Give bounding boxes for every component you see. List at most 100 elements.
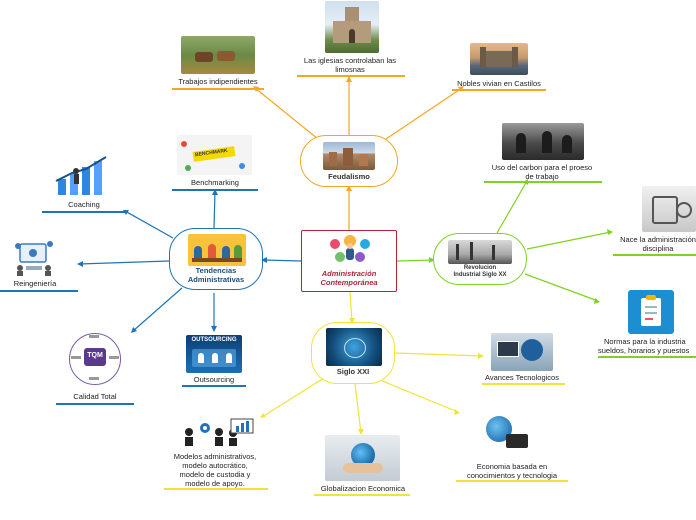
central-topic-line1: Administración [321,269,377,278]
machine-engraving-image [642,186,696,232]
leaf-iglesias-line2: limosnas [335,65,365,74]
church-image [325,1,379,53]
leaf-iglesias[interactable]: Las iglesias controlaban las limosnas [296,56,404,74]
feudalismo-label: Feudalismo [328,172,370,181]
revolucion-label-line1: Revolucion [463,265,497,271]
leaf-normas-line1: Normas para la industria [604,337,686,346]
leaf-modelos[interactable]: Modelos administrativos, modelo autocrát… [164,452,266,488]
main-topic-revolucion[interactable]: Revolucion Industrial Siglo XX [433,233,527,285]
leaf-economia[interactable]: Economia basada en conocimientos y tecno… [458,462,566,480]
siglo-label: Siglo XXI [336,367,370,376]
arrowhead [429,257,435,263]
leaf-avances[interactable]: Avances Tecnologicos [485,373,559,382]
leaf-reingenieria-underline [0,290,78,292]
leaf-nobles-underline [452,89,546,91]
link-siglo-modelos [261,377,325,418]
leaf-economia-line1: Economia basada en [476,462,548,471]
leaf-modelos-line1: Modelos administrativos, [173,452,257,461]
link-center-tendencias [262,259,302,262]
leaf-reingenieria[interactable]: Reingeniería [13,279,57,288]
industrial-city-image [448,240,512,264]
arrowhead [349,318,355,324]
leaf-coaching[interactable]: Coaching [68,200,100,209]
leaf-economia-underline [456,480,568,482]
main-topic-feudalismo[interactable]: Feudalismo [300,135,398,187]
leaf-nace-underline [613,254,696,256]
central-topic[interactable]: Administración Contemporánea [301,230,397,292]
leaf-carbon-underline [484,181,602,183]
arrowhead [346,185,352,191]
arrowhead [260,413,266,418]
leaf-normas[interactable]: Normas para la industria sueldos, horari… [598,337,696,355]
leaf-globalizacion[interactable]: Globalizacion Economica [320,484,406,493]
leaf-coaching-underline [42,211,126,213]
coaching-chart-icon [55,156,107,195]
tqm-label: TQM [87,352,103,359]
benchmarking-image: BENCHMARK [177,135,252,175]
link-siglo-glob [354,383,362,434]
team-meeting-image [188,234,246,266]
arrowhead [358,429,364,435]
leaf-carbon[interactable]: Uso del carbon para el proeso de trabajo [484,163,600,181]
leaf-normas-underline [598,356,696,358]
link-rev-nace [526,231,612,250]
leaf-trabajos-underline [172,88,264,90]
outsourcing-banner: OUTSOURCING [191,337,237,343]
castle-image [470,43,528,75]
tech-devices-image [491,333,553,371]
leaf-iglesias-line1: Las iglesias controlaban las [303,56,397,65]
leaf-economia-line2: conocimientos y tecnologia [466,471,558,480]
leaf-nace-line1: Nace la administración [620,235,696,244]
arrowhead [594,298,600,304]
link-siglo-economia [374,377,459,413]
link-rev-normas [524,273,599,302]
leaf-benchmarking[interactable]: Benchmarking [191,178,239,187]
globe-hand-image [325,435,400,481]
link-tend-coaching [124,210,174,239]
leaf-carbon-line2: de trabajo [525,172,559,181]
castle-town-image [323,142,375,170]
leaf-avances-underline [482,383,565,385]
leaf-outsourcing[interactable]: Outsourcing [193,375,235,384]
leaf-iglesias-underline [297,75,405,77]
technology-hand-image [326,328,382,366]
leaf-normas-line2: sueldos, horarios y puestos [598,346,690,355]
leaf-trabajos[interactable]: Trabajos indipendientes [178,77,258,86]
arrowhead [478,353,484,359]
arrowhead [607,229,613,235]
arrowhead [346,76,352,82]
arrowhead [261,257,267,263]
main-topic-tendencias[interactable]: Tendencias Administrativas [169,228,263,290]
link-tend-reing [78,260,170,265]
leaf-carbon-line1: Uso del carbon para el proeso [491,163,593,172]
business-team-icon [185,418,254,446]
link-feud-nobles [385,87,463,140]
arrowhead [212,189,218,195]
leaf-globalizacion-underline [314,494,410,496]
arrowhead [211,326,217,332]
leaf-nace[interactable]: Nace la administración disciplina [613,235,696,253]
outsourcing-image: OUTSOURCING [186,335,242,373]
link-siglo-avances [394,352,483,357]
main-topic-siglo[interactable]: Siglo XXI [311,322,395,384]
link-feud-trabajos [254,87,319,140]
people-network-icon [330,235,370,262]
link-tend-calidad [132,287,183,332]
link-tend-bench [213,190,216,229]
central-topic-line2: Contemporánea [320,278,378,287]
arrowhead [77,261,83,267]
arrowhead [454,409,460,415]
tendencias-label-line1: Tendencias [195,266,237,275]
reengineering-icon [15,241,53,276]
clipboard-icon [628,290,674,334]
leaf-modelos-underline [164,488,268,490]
leaf-calidad-underline [56,403,134,405]
leaf-modelos-line2: modelo autocrático, [182,461,248,470]
arrowhead [131,327,137,333]
leaf-nobles[interactable]: Nobles vivian en Castilos [457,79,541,88]
leaf-calidad[interactable]: Calidad Total [73,392,117,401]
leaf-outsourcing-underline [182,385,246,387]
link-center-siglo [349,291,353,323]
revolucion-label-line2: Industrial Siglo XX [453,272,507,278]
